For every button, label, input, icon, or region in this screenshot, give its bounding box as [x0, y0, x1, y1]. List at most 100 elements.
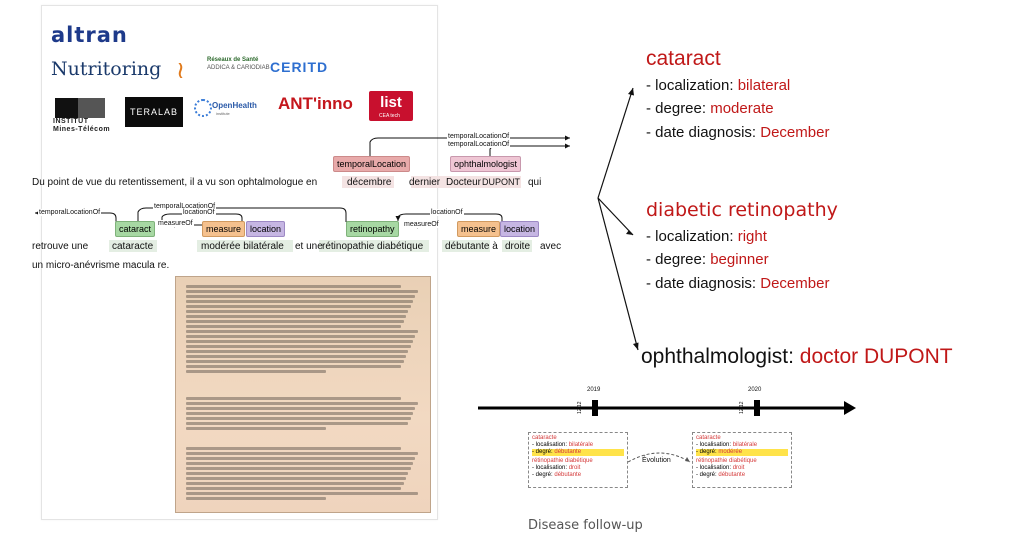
- relation-location-1: locationOf: [182, 209, 216, 216]
- text-dernier: dernier: [409, 177, 441, 188]
- relation-measure-2: measureOf: [403, 221, 440, 228]
- timeline-box-2020: cataracte - localisation: bilatérale - d…: [692, 432, 792, 488]
- text-droite: droite: [505, 241, 531, 252]
- label-temporal-location: temporalLocation: [333, 156, 411, 172]
- scan-text-line: [186, 370, 327, 373]
- timeline-box-2019: cataracte - localisation: bilatérale - d…: [528, 432, 628, 488]
- relation-temporal-location-4: temporalLocationOf: [153, 203, 217, 210]
- relation-temporal-location-1: temporalLocationOf: [447, 133, 511, 140]
- scan-text-line: [186, 300, 413, 303]
- scan-text-line: [186, 350, 409, 353]
- scan-text-line: [186, 315, 406, 318]
- label-retinopathy: retinopathy: [346, 221, 399, 237]
- highlight-cataracte: [109, 240, 157, 252]
- scan-text-line: [186, 335, 416, 338]
- scan-text-line: [186, 452, 418, 455]
- finding-cataract-title: cataract: [646, 47, 721, 70]
- scan-text-line: [186, 422, 409, 425]
- scan-text-line: [186, 497, 327, 500]
- finding-retinopathy-date: - date diagnosis: December: [646, 275, 830, 292]
- institut-logo: INSTITUT Mines-Télécom: [53, 118, 111, 133]
- scan-text-line: [186, 427, 327, 430]
- scan-text-line: [186, 345, 411, 348]
- teralab-logo: TERALAB: [125, 97, 183, 127]
- reseaux-sante-sub: ADDICA & CARIODIAB: [207, 65, 270, 71]
- finding-retinopathy-localization: - localization: right: [646, 228, 767, 245]
- antinno-logo: ANT'inno: [278, 94, 353, 113]
- scan-text-line: [186, 492, 418, 495]
- scan-text-line: [186, 360, 404, 363]
- text-docteur: Docteur: [446, 177, 482, 188]
- openhealth-sub: institute: [216, 111, 230, 116]
- timeline-year-2: 2020: [748, 387, 762, 393]
- institut-logo-mark-2: [78, 98, 105, 118]
- scan-text-line: [186, 447, 402, 450]
- finding-cataract-localization: - localization: bilateral: [646, 77, 791, 94]
- label-location-1: location: [246, 221, 286, 237]
- reseaux-sante-icon: ≀: [176, 57, 185, 84]
- reseaux-sante-logo: Réseaux de Santé: [207, 57, 259, 63]
- finding-retinopathy-degree: - degree: beginner: [646, 251, 769, 268]
- list-logo-sub: CEA tech: [379, 113, 400, 119]
- timeline-evolution: Évolution: [642, 457, 671, 464]
- label-measure-1: measure: [202, 221, 246, 237]
- text-sentence-3: un micro-anévrisme macula re.: [32, 260, 170, 271]
- label-cataract: cataract: [115, 221, 156, 237]
- scan-text-line: [186, 295, 416, 298]
- scan-text-line: [186, 417, 411, 420]
- text-cataracte: cataracte: [112, 241, 154, 252]
- scan-text-line: [186, 320, 404, 323]
- label-measure-2: measure: [457, 221, 501, 237]
- scan-text-line: [186, 477, 406, 480]
- relation-location-2: locationOf: [430, 209, 464, 216]
- scan-text-line: [186, 397, 402, 400]
- finding-cataract-degree: - degree: moderate: [646, 100, 774, 117]
- text-dupont: DUPONT: [482, 177, 520, 187]
- scan-text-line: [186, 340, 413, 343]
- scan-text-line: [186, 355, 406, 358]
- scan-text-line: [186, 290, 418, 293]
- timeline-date-2: 12/12: [739, 401, 745, 414]
- openhealth-logo: OpenHealth: [212, 101, 257, 110]
- relation-measure-1: measureOf: [157, 220, 194, 227]
- text-retinopathie: rétinopathie diabétique: [322, 241, 424, 252]
- finding-ophthalmologist: ophthalmologist: doctor DUPONT: [641, 345, 953, 368]
- text-qui: qui: [528, 177, 542, 188]
- highlight-retinopathie: [319, 240, 429, 252]
- scan-text-line: [186, 412, 413, 415]
- altran-logo: altran: [51, 23, 128, 47]
- scan-text-line: [186, 482, 404, 485]
- text-decembre: décembre: [347, 177, 392, 188]
- highlight-doctor: [411, 176, 521, 188]
- relation-temporal-location-3: temporalLocationOf: [38, 209, 102, 216]
- text-avec: avec: [540, 241, 562, 252]
- highlight-modere: [197, 240, 293, 252]
- finding-retinopathy-title: diabetic retinopathy: [646, 199, 838, 221]
- highlight-debutante: [442, 240, 490, 252]
- scan-text-line: [186, 472, 409, 475]
- highlight-droite: [502, 240, 532, 252]
- timeline-date-1: 12/12: [577, 401, 583, 414]
- scan-text-line: [186, 467, 411, 470]
- text-moderee-bilaterale: modérée bilatérale: [201, 241, 284, 252]
- relation-temporal-location-2: temporalLocationOf: [447, 141, 511, 148]
- text-debutante: débutante à: [445, 241, 498, 252]
- scan-text-line: [186, 487, 402, 490]
- list-logo: list: [369, 91, 413, 121]
- scan-text-line: [186, 457, 416, 460]
- scan-text-line: [186, 325, 402, 328]
- highlight-date: [342, 176, 394, 188]
- timeline-year-1: 2019: [587, 387, 601, 393]
- text-et-une: et une: [295, 241, 323, 252]
- scan-text-line: [186, 285, 402, 288]
- label-location-2: location: [500, 221, 540, 237]
- text-sentence-1: Du point de vue du retentissement, il a …: [32, 177, 318, 188]
- scan-text-line: [186, 310, 409, 313]
- caption: Disease follow-up: [528, 518, 643, 533]
- label-ophthalmologist: ophthalmologist: [450, 156, 522, 172]
- scan-text-line: [186, 462, 413, 465]
- nutritoring-logo: Nutritoring: [51, 58, 162, 80]
- scan-text-line: [186, 407, 416, 410]
- scan-text-line: [186, 402, 418, 405]
